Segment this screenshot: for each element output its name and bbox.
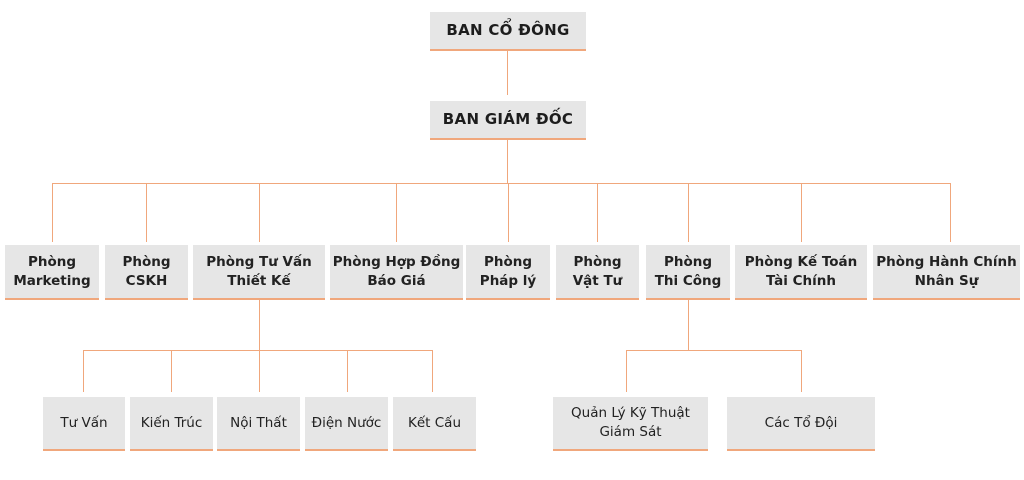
node-board: BAN GIÁM ĐỐC (430, 101, 586, 140)
connector-line (52, 183, 951, 184)
connector-line (171, 350, 172, 392)
node-label: Tài Chính (766, 272, 836, 289)
connector-line (507, 51, 508, 95)
node-label: Phòng (573, 253, 622, 270)
node-label: Vật Tư (572, 272, 623, 289)
connector-line (83, 350, 433, 351)
connector-line (688, 183, 689, 242)
node-label: Quản Lý Kỹ Thuật (571, 405, 690, 421)
node-unit-interior: Nội Thất (217, 397, 300, 451)
node-label: Marketing (13, 272, 91, 289)
node-label: Giám Sát (599, 424, 662, 440)
node-label: Phòng (483, 253, 533, 270)
node-label: Pháp lý (479, 272, 537, 289)
connector-line (801, 183, 802, 242)
connector-line (626, 350, 802, 351)
node-label: Nhân Sự (914, 272, 979, 289)
node-unit-mep: Điện Nước (305, 397, 388, 451)
node-unit-structure: Kết Cấu (393, 397, 476, 451)
node-shareholders: BAN CỔ ĐÔNG (430, 12, 586, 51)
node-label: Phòng (27, 253, 77, 270)
connector-line (259, 183, 260, 242)
node-label: CSKH (125, 272, 168, 289)
node-label: Thiết Kế (227, 272, 291, 289)
node-label: Phòng Tư Vấn (206, 253, 312, 270)
node-label: Phòng (122, 253, 171, 270)
connector-line (52, 183, 53, 242)
node-label: Nội Thất (230, 414, 287, 431)
node-label: Thi Công (654, 272, 722, 289)
node-label: Các Tổ Đội (764, 414, 838, 431)
connector-line (950, 183, 951, 242)
node-label: Kiến Trúc (140, 414, 203, 431)
node-label: BAN GIÁM ĐỐC (442, 110, 574, 128)
node-label: Phòng Hợp Đồng (332, 253, 461, 270)
node-label: Tư Vấn (60, 414, 108, 431)
connector-line (801, 350, 802, 392)
node-label: Điện Nước (311, 414, 382, 431)
node-label: Kết Cấu (408, 414, 461, 431)
connector-line (432, 350, 433, 392)
connector-line (146, 183, 147, 242)
connector-line (507, 140, 508, 183)
node-unit-teams: Các Tổ Đội (727, 397, 875, 451)
node-label: Phòng Kế Toán (744, 253, 858, 270)
connector-line (597, 183, 598, 242)
node-unit-consulting: Tư Vấn (43, 397, 125, 451)
node-label: Phòng Hành Chính (876, 253, 1017, 270)
connector-line (396, 183, 397, 242)
connector-line (259, 300, 260, 350)
connector-line (626, 350, 627, 392)
node-label: Báo Giá (367, 272, 426, 289)
node-unit-architecture: Kiến Trúc (130, 397, 213, 451)
connector-line (259, 350, 260, 392)
connector-line (688, 300, 689, 350)
node-label: BAN CỔ ĐÔNG (446, 21, 570, 39)
connector-line (508, 183, 509, 242)
node-label: Phòng (663, 253, 713, 270)
connector-line (83, 350, 84, 392)
connector-line (347, 350, 348, 392)
